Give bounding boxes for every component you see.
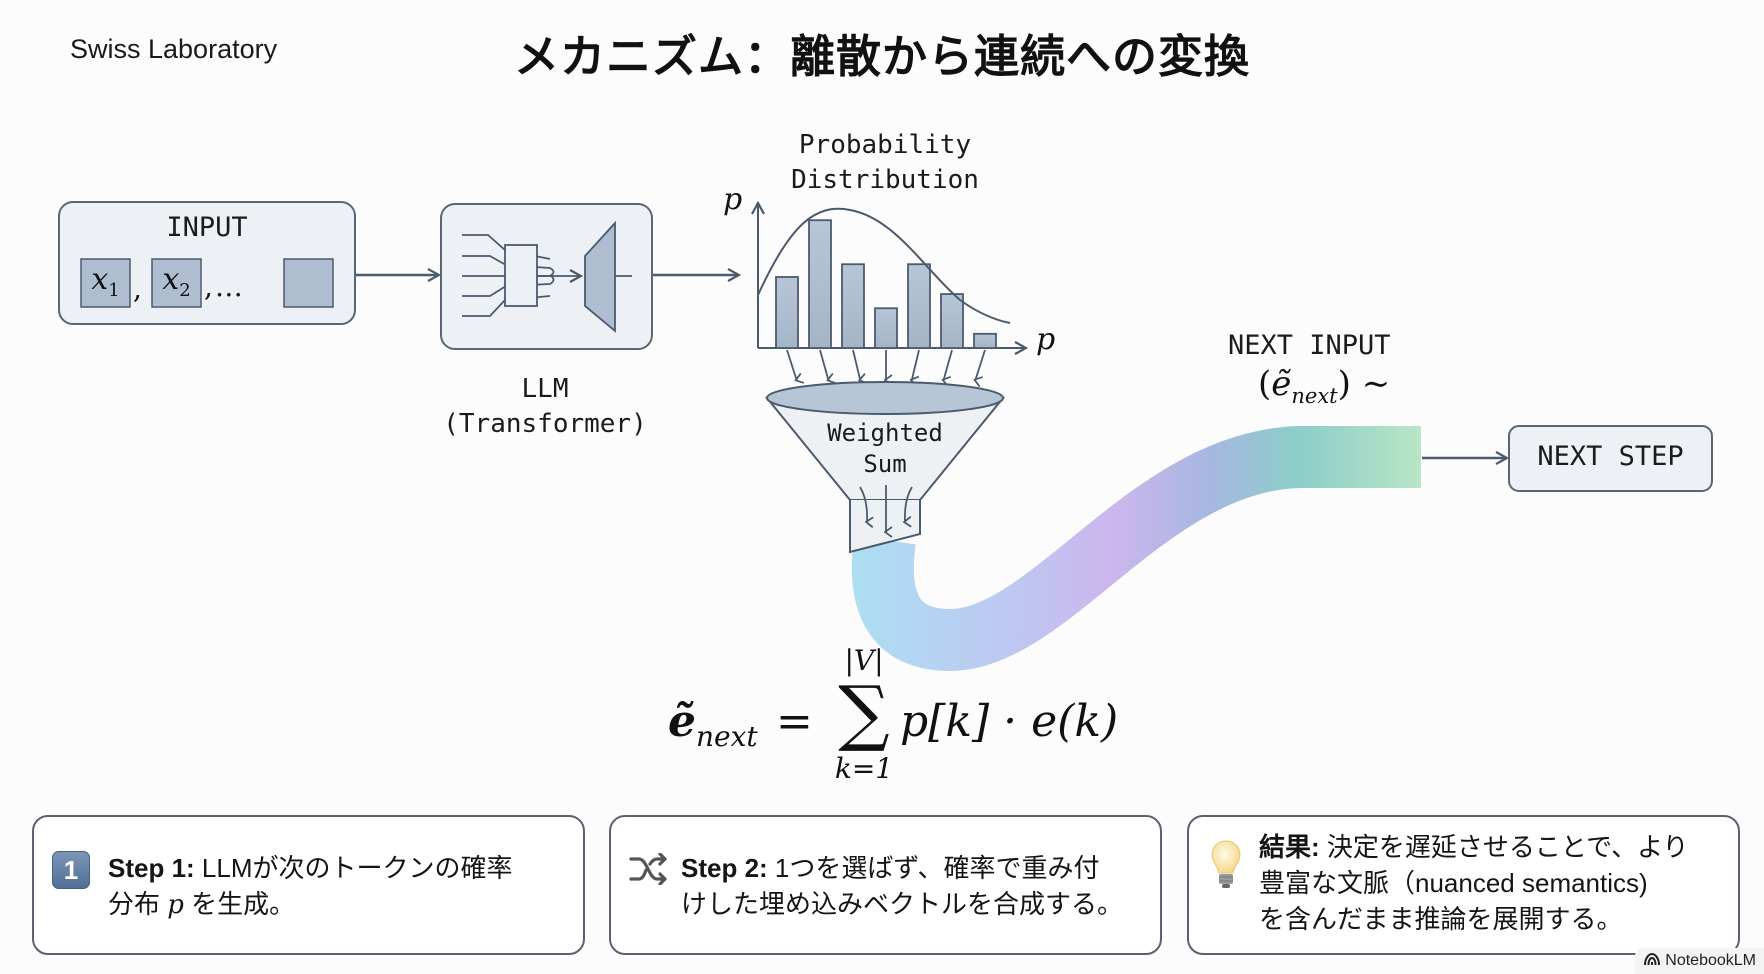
step-2-heading: Step 2: bbox=[681, 853, 768, 883]
formula-term: p[k] · e(k) bbox=[900, 696, 1119, 747]
formula-sum-upper: |V| bbox=[844, 644, 884, 677]
token-x2: x2 bbox=[162, 262, 191, 301]
drop-arrow bbox=[786, 349, 797, 380]
distribution-bar bbox=[907, 263, 931, 349]
x-axis-label: p bbox=[1036, 322, 1056, 357]
formula-sum-lower: k=1 bbox=[834, 752, 894, 785]
llm-label-line2: (Transformer) bbox=[443, 409, 647, 439]
token-x1: x1 bbox=[91, 262, 120, 301]
result-line3: を含んだまま推論を展開する。 bbox=[1259, 904, 1623, 934]
distribution-bar bbox=[841, 263, 865, 349]
keycap-1-icon: 1 bbox=[52, 851, 90, 889]
weighted-sum-formula: ẽnext = |V| ∑ k=1 p[k] · e(k) bbox=[0, 640, 1764, 790]
step-2-text: Step 2: 1つを選ばず、確率で重み付 けした埋め込みベクトルを合成する。 bbox=[681, 850, 1140, 922]
llm-label: LLM (Transformer) bbox=[420, 372, 670, 442]
step-1-line2-pre: 分布 bbox=[108, 889, 168, 919]
step-1-text: Step 1: LLMが次のトークンの確率 分布 p を生成。 bbox=[108, 850, 563, 923]
result-line1: 決定を遅延させることで、より bbox=[1319, 832, 1689, 862]
distribution-bar bbox=[775, 276, 799, 349]
input-label: INPUT bbox=[166, 212, 248, 243]
result-line2: 豊富な文脈（nuanced semantics) bbox=[1259, 868, 1648, 898]
step-2-line1: 1つを選ばず、確率で重み付 bbox=[767, 853, 1100, 883]
token-separator: , bbox=[133, 272, 142, 305]
token-box-2 bbox=[151, 258, 202, 308]
result-card: 結果: 決定を遅延させることで、より 豊富な文脈（nuanced semanti… bbox=[1187, 815, 1740, 955]
step-2-line2: けした埋め込みベクトルを合成する。 bbox=[681, 889, 1124, 919]
token-box-1 bbox=[80, 258, 131, 308]
shuffle-icon bbox=[629, 853, 667, 885]
token-ellipsis: ,… bbox=[204, 270, 245, 303]
next-step-label: NEXT STEP bbox=[1537, 441, 1684, 472]
next-input-math: (ẽnext) ∼ bbox=[1258, 364, 1391, 408]
notebooklm-label: NotebookLM bbox=[1665, 952, 1756, 969]
formula-sigma: ∑ bbox=[838, 670, 890, 754]
formula-lhs: ẽnext bbox=[668, 696, 758, 753]
distribution-title-line1: Probability bbox=[798, 130, 972, 160]
step-1-heading: Step 1: bbox=[108, 853, 195, 883]
notebooklm-watermark: NotebookLM bbox=[1634, 948, 1764, 974]
drop-arrow bbox=[912, 349, 920, 380]
distribution-curve bbox=[757, 207, 1011, 324]
y-axis-label: p bbox=[723, 182, 743, 217]
drop-arrow bbox=[944, 349, 953, 380]
input-box bbox=[58, 201, 356, 325]
llm-label-line1: LLM bbox=[521, 374, 569, 404]
notebooklm-logo-icon bbox=[1643, 952, 1660, 966]
step-1-card: 1 Step 1: LLMが次のトークンの確率 分布 p を生成。 bbox=[32, 815, 585, 955]
token-box-n bbox=[283, 258, 334, 308]
llm-box bbox=[440, 203, 653, 350]
distribution-title: Probability Distribution bbox=[760, 128, 1010, 198]
brand-label: Swiss Laboratory bbox=[70, 34, 278, 64]
funnel bbox=[764, 381, 1006, 554]
formula-equals: = bbox=[776, 696, 813, 747]
distribution-bar bbox=[808, 219, 832, 349]
step-1-math-p: p bbox=[167, 890, 184, 920]
next-input-label: NEXT INPUT bbox=[1228, 330, 1391, 361]
result-heading: 結果: bbox=[1259, 832, 1320, 862]
step-1-line2-post: を生成。 bbox=[183, 889, 296, 919]
distribution-bar bbox=[973, 332, 997, 349]
funnel-label-line1: Weighted bbox=[827, 419, 943, 447]
drop-arrow bbox=[975, 349, 986, 380]
drop-arrow bbox=[852, 349, 860, 380]
result-text: 結果: 決定を遅延させることで、より 豊富な文脈（nuanced semanti… bbox=[1259, 829, 1718, 937]
transformer-icon bbox=[462, 220, 632, 333]
lightbulb-icon bbox=[1211, 840, 1241, 888]
step-1-line1: LLMが次のトークンの確率 bbox=[194, 853, 513, 883]
funnel-label-line2: Sum bbox=[863, 450, 907, 478]
probability-chart bbox=[758, 204, 1025, 380]
continuous-ribbon bbox=[851, 426, 1421, 672]
next-step-box bbox=[1508, 425, 1713, 492]
step-2-card: Step 2: 1つを選ばず、確率で重み付 けした埋め込みベクトルを合成する。 bbox=[609, 815, 1162, 955]
page-title: メカニズム：離散から連続への変換 bbox=[513, 31, 1250, 82]
drop-arrow bbox=[819, 349, 828, 380]
distribution-bar bbox=[874, 307, 898, 349]
distribution-title-line2: Distribution bbox=[791, 165, 979, 195]
funnel-label: Weighted Sum bbox=[800, 418, 970, 480]
distribution-bar bbox=[940, 293, 964, 349]
